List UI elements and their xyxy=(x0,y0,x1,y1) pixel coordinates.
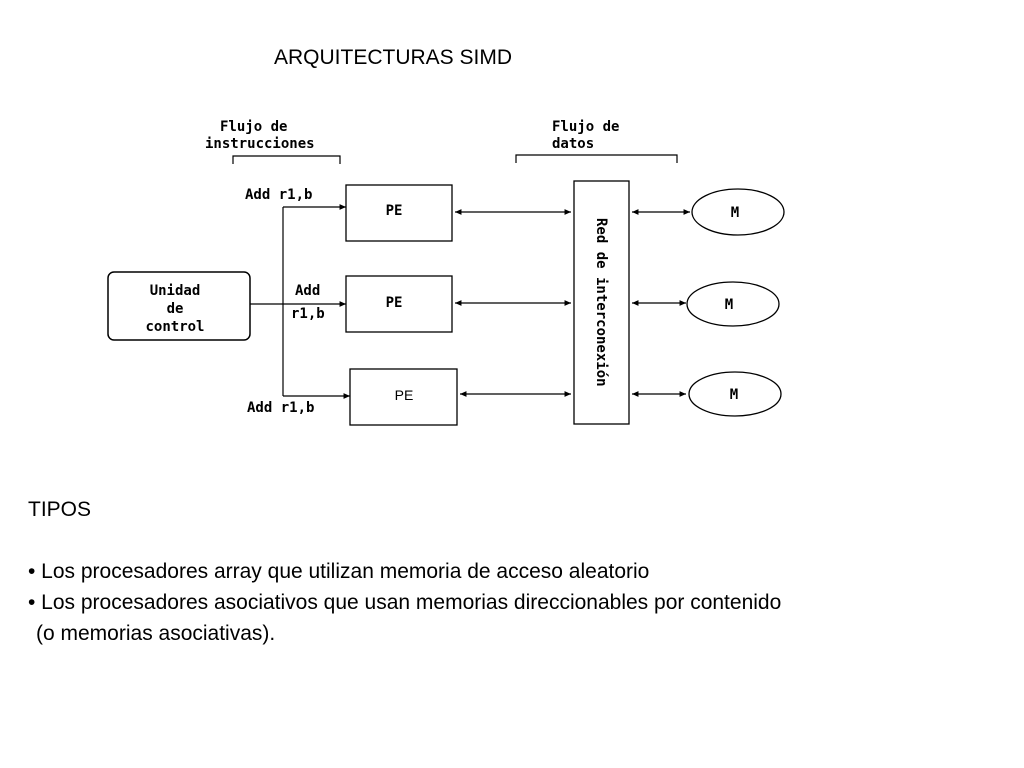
svg-text:Flujo de: Flujo de xyxy=(220,119,287,135)
svg-text:de: de xyxy=(167,301,184,317)
instruction-label-3: Add r1,b xyxy=(247,400,314,416)
pe-2: PE xyxy=(345,275,453,333)
svg-text:M: M xyxy=(731,205,739,221)
memory-1: M xyxy=(691,188,785,236)
svg-text:instrucciones: instrucciones xyxy=(205,136,315,152)
network-memory-links xyxy=(632,209,690,397)
control-unit-label: Unidad de control xyxy=(145,283,204,335)
svg-text:datos: datos xyxy=(552,136,594,152)
svg-text:PE: PE xyxy=(395,387,414,403)
instruction-flow-bracket xyxy=(232,155,341,164)
pe-1: PE xyxy=(345,184,453,242)
memory-3: M xyxy=(688,371,782,417)
instruction-flow-label: Flujo de instrucciones xyxy=(205,119,315,152)
data-flow-label: Flujo de datos xyxy=(552,119,619,152)
svg-text:PE: PE xyxy=(386,203,403,219)
instruction-label-2-line2: r1,b xyxy=(291,306,325,322)
instruction-label-2-line1: Add xyxy=(295,283,320,299)
tipos-item-2-continuation: (o memorias asociativas). xyxy=(36,622,276,645)
tipos-section: TIPOS • Los procesadores array que utili… xyxy=(28,494,781,649)
pe-3: PE xyxy=(349,368,458,426)
data-flow-bracket xyxy=(515,154,678,163)
svg-text:M: M xyxy=(725,297,733,313)
tipos-heading: TIPOS xyxy=(28,498,92,521)
svg-text:Flujo de: Flujo de xyxy=(552,119,619,135)
interconnection-network-box xyxy=(573,180,630,425)
svg-text:Unidad: Unidad xyxy=(150,283,201,299)
slide-title: ARQUITECTURAS SIMD xyxy=(274,46,513,69)
tipos-item-1: • Los procesadores array que utilizan me… xyxy=(28,560,650,583)
memory-2: M xyxy=(686,281,780,327)
svg-text:control: control xyxy=(145,319,204,335)
simd-architecture-diagram: Flujo de instrucciones Flujo de datos Un… xyxy=(107,119,785,426)
svg-text:PE: PE xyxy=(386,295,403,311)
tipos-item-2: • Los procesadores asociativos que usan … xyxy=(28,591,782,614)
svg-text:M: M xyxy=(730,387,738,403)
interconnection-network-label: Red de interconexión xyxy=(593,218,609,387)
control-unit-box xyxy=(107,271,251,341)
instruction-bus xyxy=(250,204,350,399)
instruction-label-1: Add r1,b xyxy=(245,187,312,203)
pe-network-links xyxy=(455,209,571,397)
